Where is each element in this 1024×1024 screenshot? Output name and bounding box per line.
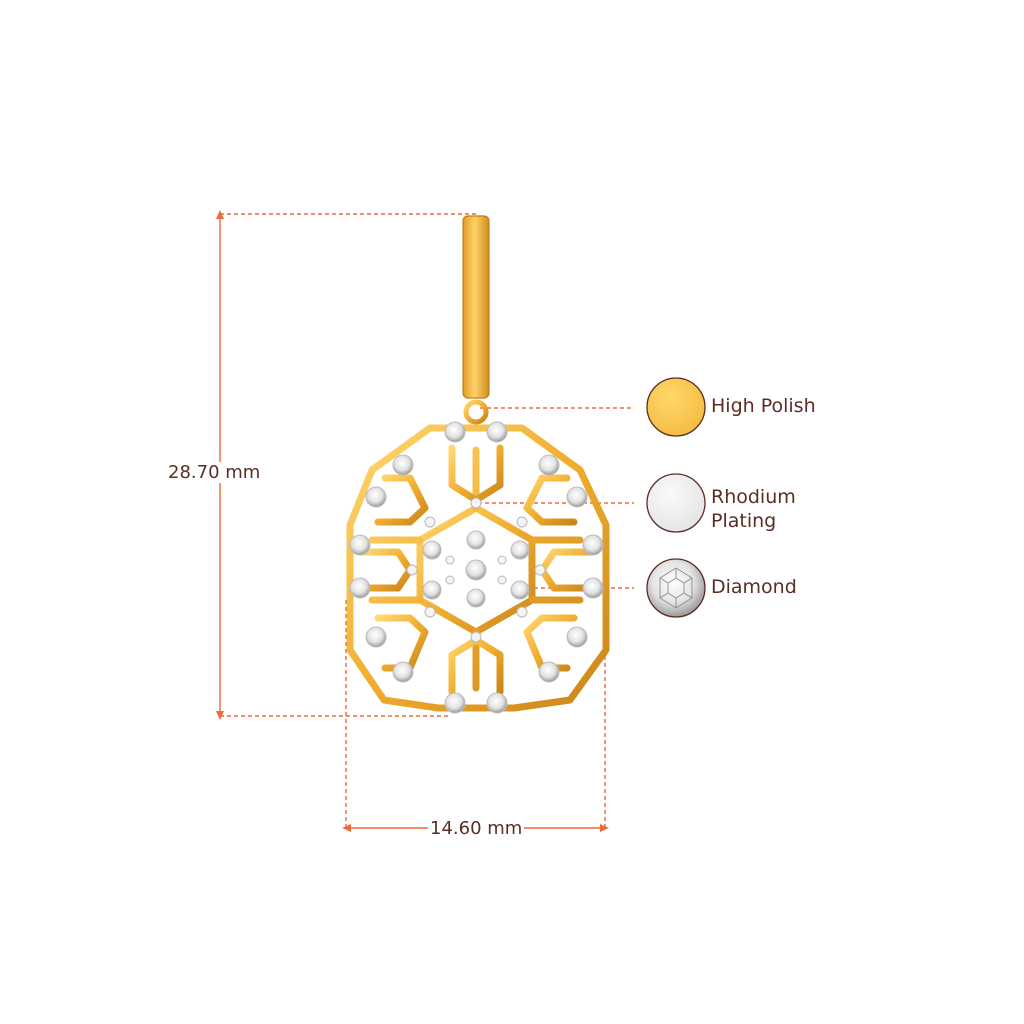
rhodium-label-line2: Plating xyxy=(711,509,777,532)
earring-jump-ring xyxy=(463,399,489,425)
dimension-arrows xyxy=(216,210,609,832)
rhodium-beads xyxy=(406,497,546,643)
outer-frame xyxy=(346,424,610,712)
rhodium-swatch xyxy=(646,473,706,533)
diamond-label: Diamond xyxy=(711,576,797,598)
diamond-swatch xyxy=(646,558,706,618)
earring-hook-bar xyxy=(462,215,490,399)
width-dimension-label: 14.60 mm xyxy=(428,818,525,839)
rhodium-plating-label: Rhodium Plating xyxy=(711,486,796,534)
diamond-stones xyxy=(349,421,604,714)
rhodium-label-line1: Rhodium xyxy=(711,486,796,508)
earring-illustration xyxy=(346,215,610,714)
gold-swatch xyxy=(646,377,706,437)
height-dimension-label: 28.70 mm xyxy=(168,462,261,483)
high-polish-label: High Polish xyxy=(711,395,816,417)
legend-swatches xyxy=(646,377,706,618)
